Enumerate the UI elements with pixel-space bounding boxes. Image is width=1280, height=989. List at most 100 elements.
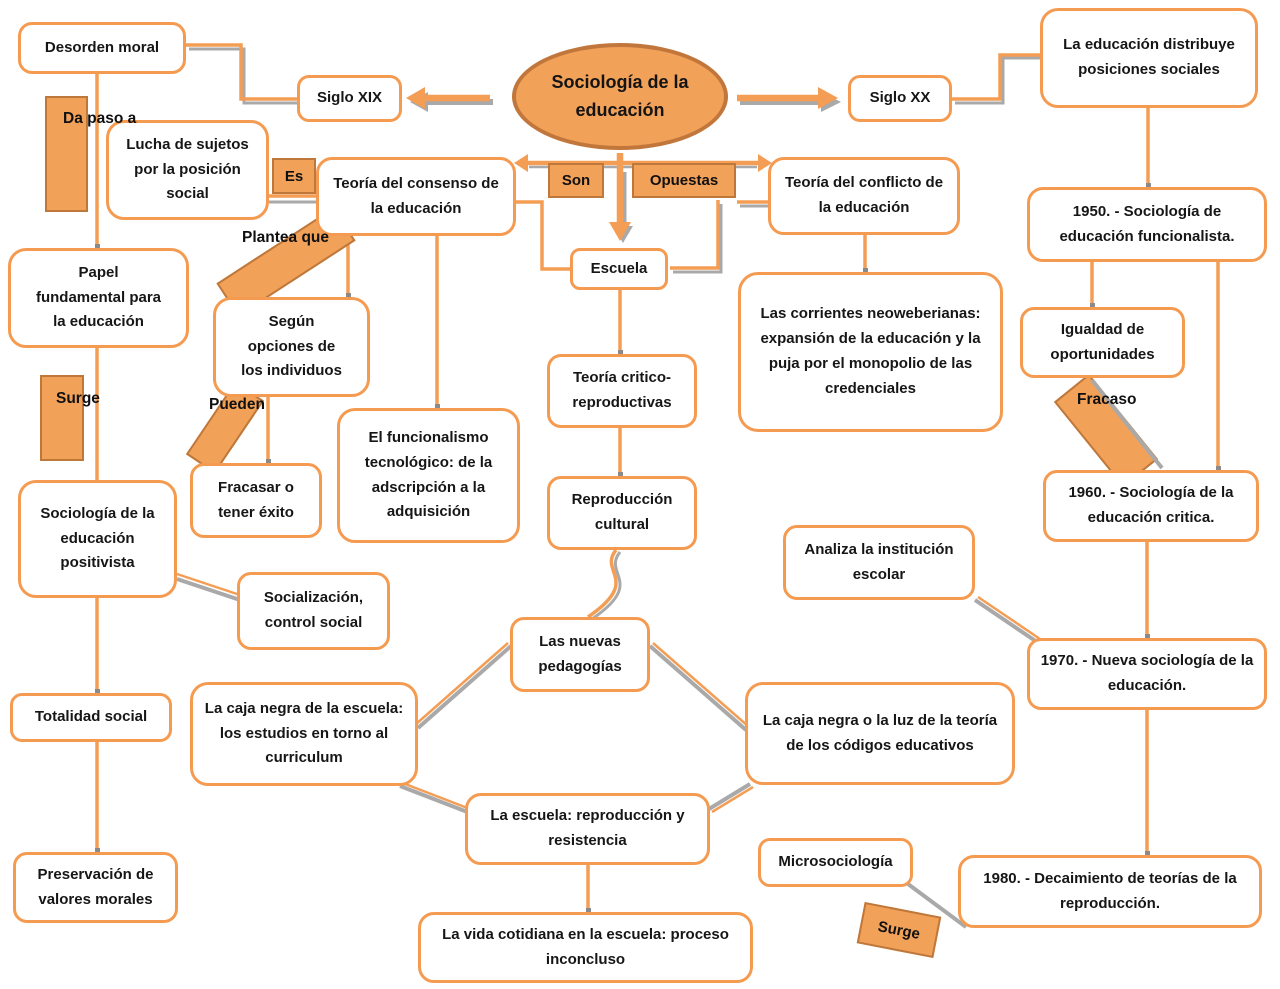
node-1950[interactable]: 1950. - Sociología de educación funciona…	[1027, 187, 1267, 262]
node-microsociologia[interactable]: Microsociología	[758, 838, 913, 887]
node-escuela-reproduccion[interactable]: La escuela: reproducción y resistencia	[465, 793, 710, 865]
node-label: La caja negra de la escuela: los estudio…	[204, 699, 404, 767]
node-1980[interactable]: 1980. - Decaimiento de teorías de la rep…	[958, 855, 1262, 928]
node-caja-negra-escuela[interactable]: La caja negra de la escuela: los estudio…	[190, 682, 418, 786]
node-fracasar[interactable]: Fracasar o tener éxito	[190, 463, 322, 538]
node-educacion-distribuye[interactable]: La educación distribuye posiciones socia…	[1040, 8, 1258, 108]
node-1960[interactable]: 1960. - Sociología de la educación criti…	[1043, 470, 1259, 542]
node-label: Teoría critico-reproductivas	[572, 369, 672, 411]
node-escuela[interactable]: Escuela	[570, 248, 668, 290]
node-label: Siglo XX	[869, 89, 931, 107]
node-label: 1980. - Decaimiento de teorías de la rep…	[983, 869, 1237, 912]
node-label: Reproducción cultural	[571, 491, 673, 533]
node-las-corrientes[interactable]: Las corrientes neoweberianas: expansión …	[738, 272, 1003, 432]
shadow-nuevas-cajaizq	[416, 644, 513, 730]
edge-sigloxx-educacion	[952, 53, 1040, 101]
node-teoria-consenso[interactable]: Teoría del consenso de la educación	[316, 157, 516, 236]
node-label: Socialización, control social	[263, 589, 364, 631]
double-arrow-head-right	[758, 154, 772, 172]
surge-left-label[interactable]: Surge	[56, 390, 100, 407]
node-reproduccion-cultural[interactable]: Reproducción cultural	[547, 476, 697, 550]
node-analiza[interactable]: Analiza la institución escolar	[783, 525, 975, 600]
node-label: 1950. - Sociología de educación funciona…	[1059, 202, 1235, 245]
node-label: Las corrientes neoweberianas: expansión …	[760, 305, 981, 397]
node-label: La escuela: reproducción y resistencia	[490, 807, 685, 849]
edge-positivista-social	[176, 572, 244, 598]
arrow-right-head	[818, 87, 838, 109]
node-vida-cotidiana[interactable]: La vida cotidiana en la escuela: proceso…	[418, 912, 753, 983]
da-paso-a-chip[interactable]	[45, 96, 88, 212]
node-label: Fracasar o tener éxito	[218, 478, 294, 521]
node-1970[interactable]: 1970. - Nueva sociología de la educación…	[1027, 638, 1267, 710]
node-nuevas-pedagogias[interactable]: Las nuevas pedagogías	[510, 617, 650, 692]
node-label: Teoría del conflicto de la educación	[784, 174, 944, 216]
node-caja-negra-codigos[interactable]: La caja negra o la luz de la teoría de l…	[745, 682, 1015, 785]
node-socializacion[interactable]: Socialización, control social	[237, 572, 390, 650]
junction-dots	[95, 183, 1221, 913]
node-desorden-moral[interactable]: Desorden moral	[18, 22, 186, 74]
node-label: 1960. - Sociología de la educación criti…	[1068, 484, 1234, 526]
node-label: El funcionalismo tecnológico: de la adsc…	[364, 428, 493, 521]
node-label: Igualdad de oportunidades	[1050, 320, 1155, 363]
node-label: La educación distribuye posiciones socia…	[1063, 36, 1235, 78]
node-label: La vida cotidiana en la escuela: proceso…	[442, 925, 729, 968]
node-positivista[interactable]: Sociología de la educación positivista	[18, 480, 177, 598]
shadow-desorden-sigloxix	[189, 47, 297, 105]
edge-cajader-escuelarep	[711, 785, 754, 814]
son-chip[interactable]: Son	[548, 163, 604, 198]
da-paso-a-label[interactable]: Da paso a	[63, 110, 137, 127]
edge-nuevas-cajaizq	[414, 642, 509, 726]
shadow-cajader-escuelarep	[707, 782, 752, 811]
node-totalidad[interactable]: Totalidad social	[10, 693, 172, 742]
shadow-cajaizq-escuelarep	[399, 784, 471, 815]
shadow-igualdad-1960	[1090, 378, 1164, 470]
shadow-escuela-opuestas	[673, 204, 723, 274]
central-topic[interactable]: Sociología de la educación	[512, 43, 728, 150]
node-igualdad[interactable]: Igualdad de oportunidades	[1020, 307, 1185, 378]
node-teoria-conflicto[interactable]: Teoría del conflicto de la educación	[768, 157, 960, 235]
node-label: Según opciones de los individuos	[241, 312, 342, 380]
edge-nuevas-cajader	[652, 642, 750, 728]
edge-desorden-sigloxix	[186, 43, 297, 101]
node-funcionalismo[interactable]: El funcionalismo tecnológico: de la adsc…	[337, 408, 520, 543]
arrow-down-head	[609, 222, 631, 241]
edge-escuela-opuestas	[670, 200, 720, 270]
es-chip[interactable]: Es	[272, 158, 316, 194]
node-siglo-xx[interactable]: Siglo XX	[848, 75, 952, 122]
edge-repro-nuevas	[587, 548, 618, 619]
node-preservacion[interactable]: Preservación de valores morales	[13, 852, 178, 923]
node-label: Teoría del consenso de la educación	[333, 174, 499, 217]
central-topic-label: Sociología de la educación	[551, 71, 689, 120]
son-label: Son	[561, 172, 591, 189]
es-label: Es	[284, 167, 304, 185]
node-label: 1970. - Nueva sociología de la educación…	[1040, 652, 1254, 694]
node-siglo-xix[interactable]: Siglo XIX	[297, 75, 402, 122]
node-label: Microsociología	[778, 853, 893, 871]
node-label: Analiza la institución escolar	[804, 540, 954, 583]
node-teoria-critico[interactable]: Teoría critico-reproductivas	[547, 354, 697, 428]
edge-cajaizq-escuelarep	[399, 780, 471, 811]
node-label: Las nuevas pedagogías	[538, 632, 622, 675]
shadow-analiza-1970	[973, 598, 1039, 644]
node-label: Totalidad social	[34, 708, 148, 726]
node-label: Lucha de sujetos por la posición social	[126, 135, 249, 203]
node-segun-opciones[interactable]: Según opciones de los individuos	[213, 297, 370, 397]
surge-left-chip[interactable]	[40, 375, 84, 461]
fracaso-label[interactable]: Fracaso	[1077, 391, 1137, 408]
shadow-positivista-social	[176, 577, 244, 603]
edge-consenso-escuela	[516, 200, 570, 271]
node-label: Sociología de la educación positivista	[40, 504, 155, 572]
pueden-label[interactable]: Pueden	[209, 396, 265, 413]
opuestas-label: Opuestas	[649, 172, 719, 189]
shadow-sigloxx-educacion	[955, 56, 1040, 105]
shadow-repro-nuevas	[591, 551, 622, 621]
plantea-que-label[interactable]: Plantea que	[242, 229, 329, 246]
opuestas-chip[interactable]: Opuestas	[632, 163, 736, 198]
node-label: Papel fundamental para la educación	[35, 263, 162, 331]
shadow-nuevas-cajader	[648, 644, 748, 732]
node-papel-fundamental[interactable]: Papel fundamental para la educación	[8, 248, 189, 348]
node-lucha-sujetos[interactable]: Lucha de sujetos por la posición social	[106, 120, 269, 220]
edge-analiza-1970	[977, 595, 1041, 641]
